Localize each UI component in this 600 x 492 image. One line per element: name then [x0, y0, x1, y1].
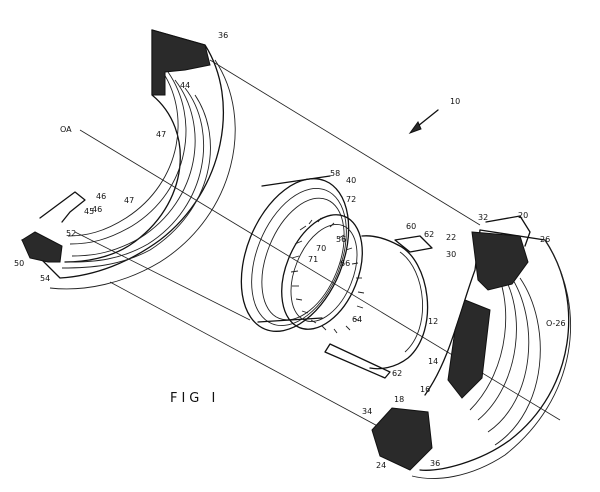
- ref-26-side: O-26: [546, 319, 566, 328]
- ref-36-top: 36: [218, 31, 228, 40]
- ref-20: 20: [518, 211, 528, 220]
- ref-62-lower: 62: [392, 369, 402, 378]
- axis-label-oa: OA: [60, 125, 72, 134]
- ref-47-lower: 47: [124, 196, 134, 205]
- retainer-ring: [240, 175, 350, 332]
- ref-16: 16: [420, 385, 430, 394]
- ref-44: 44: [180, 81, 190, 90]
- ref-47-upper: 47: [156, 130, 166, 139]
- reference-numerals: 10 12 14 16 18 20 22 24 26 O-26 30 32 34…: [14, 31, 566, 470]
- mid-projection-line: [74, 231, 251, 321]
- ref-46-lower: 46: [92, 205, 102, 214]
- inner-sleeve: [324, 235, 433, 379]
- ref-30: 30: [446, 250, 456, 259]
- ref-60: 60: [406, 222, 416, 231]
- figure-caption: FIG I: [170, 391, 219, 406]
- ref-40: 40: [346, 176, 356, 185]
- upper-projection-line: [209, 59, 481, 226]
- ref-26-top: 26: [540, 235, 550, 244]
- ref-18: 18: [394, 395, 404, 404]
- ref-62-upper: 62: [424, 230, 434, 239]
- assembly-leader-arrow: [408, 109, 439, 135]
- ref-46-upper: 46: [96, 192, 106, 201]
- ref-34: 34: [362, 407, 372, 416]
- ref-72: 72: [346, 195, 356, 204]
- ref-10: 10: [450, 97, 460, 106]
- ref-64: 64: [352, 315, 362, 324]
- ref-36-bottom: 36: [430, 459, 440, 468]
- ref-70: 70: [316, 244, 326, 253]
- ref-71: 71: [308, 255, 318, 264]
- ref-14: 14: [428, 357, 438, 366]
- ref-58: 58: [330, 169, 340, 178]
- ref-12: 12: [428, 317, 438, 326]
- ref-54: 54: [40, 274, 50, 283]
- lower-projection-line: [109, 281, 386, 431]
- roller-set: [281, 214, 365, 334]
- ref-22: 22: [446, 233, 456, 242]
- ref-52: 52: [66, 229, 76, 238]
- outer-housing-half-right: [371, 215, 571, 479]
- ref-56: 56: [336, 235, 346, 244]
- ref-45: 45: [84, 207, 94, 216]
- outer-race-half-left: [21, 29, 236, 290]
- ref-66: 66: [340, 259, 350, 268]
- ref-50: 50: [14, 259, 24, 268]
- ref-32: 32: [478, 213, 488, 222]
- ref-24: 24: [376, 461, 386, 470]
